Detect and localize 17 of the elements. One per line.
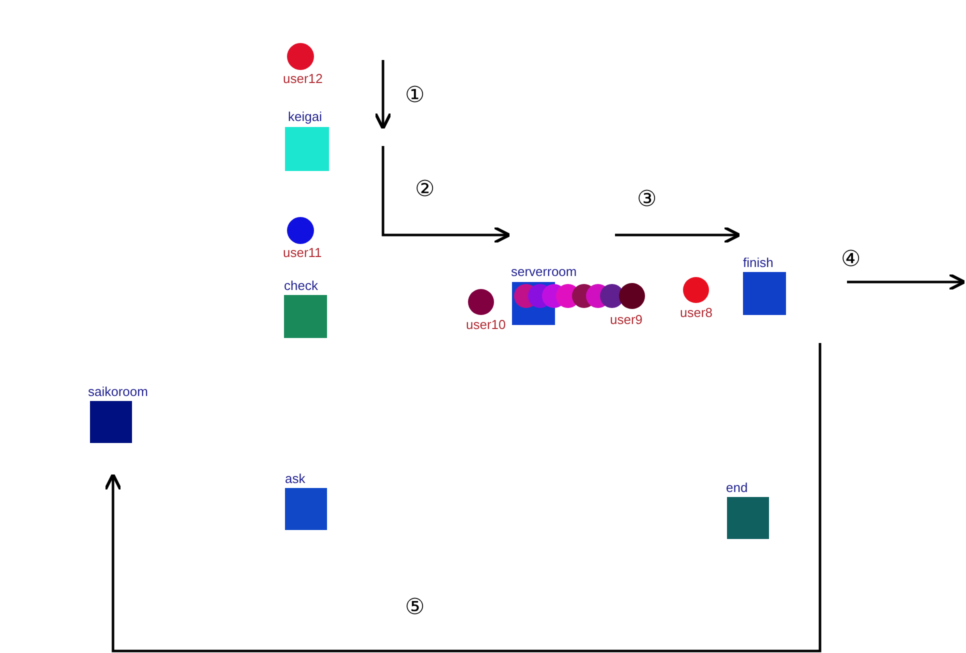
step-number: ② [415, 178, 435, 202]
room-label: saikoroom [88, 385, 148, 399]
room-label: end [726, 481, 748, 495]
room-label: serverroom [511, 265, 577, 279]
room-label: ask [285, 472, 306, 486]
user-label: user8 [680, 306, 713, 320]
step-number: ③ [637, 188, 657, 212]
room-label: finish [743, 256, 774, 270]
user-label: user12 [283, 72, 323, 86]
user-label: user9 [610, 313, 643, 327]
user-label: user11 [283, 246, 322, 260]
step-number: ⑤ [405, 596, 425, 620]
user-label: user10 [466, 318, 506, 332]
room-label: keigai [288, 110, 322, 124]
step-number: ④ [841, 248, 861, 272]
room-label: check [284, 279, 318, 293]
step-number: ① [405, 84, 425, 108]
